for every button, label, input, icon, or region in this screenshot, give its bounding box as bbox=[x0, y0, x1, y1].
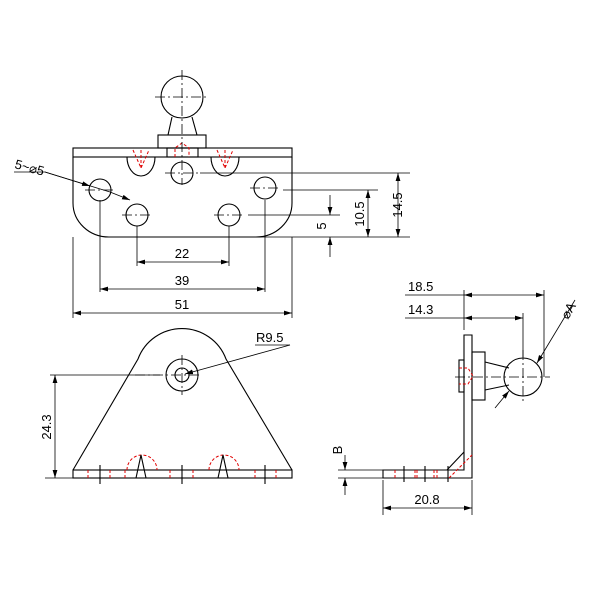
mounting-holes bbox=[88, 161, 277, 227]
stud-head bbox=[458, 359, 465, 393]
stud-collar bbox=[471, 351, 486, 401]
dim-24-3: 24.3 bbox=[39, 414, 54, 439]
bracket-outline bbox=[72, 327, 293, 471]
dim-thickness: B bbox=[330, 446, 345, 455]
hidden-lines bbox=[394, 367, 474, 479]
dim-r9-5: R9.5 bbox=[256, 330, 283, 345]
plate-outline bbox=[72, 157, 293, 238]
dim-18-5: 18.5 bbox=[408, 279, 433, 294]
stud-base bbox=[166, 147, 199, 158]
dim-14-3: 14.3 bbox=[408, 302, 433, 317]
stud-neck bbox=[167, 116, 198, 136]
dim-22: 22 bbox=[175, 246, 189, 261]
dim-ball-diameter: ⌀A bbox=[558, 299, 579, 321]
hidden-lines bbox=[132, 142, 234, 170]
side-view: 18.5 14.3 ⌀A B 20.8 bbox=[330, 279, 579, 515]
dim-51: 51 bbox=[175, 297, 189, 312]
stud-neck bbox=[484, 361, 510, 391]
angle-bracket bbox=[382, 334, 473, 479]
dim-39: 39 bbox=[175, 273, 189, 288]
slots bbox=[126, 156, 240, 177]
center-lines bbox=[85, 70, 280, 216]
hole-callout: 5~⌀5 bbox=[13, 156, 46, 178]
dim-5: 5 bbox=[314, 222, 329, 229]
front-view: R9.5 24.3 bbox=[39, 327, 293, 484]
top-view: 5~⌀5 22 39 51 14.5 10.5 5 bbox=[13, 70, 410, 318]
dim-20-8: 20.8 bbox=[414, 492, 439, 507]
dim-14-5: 14.5 bbox=[390, 192, 405, 217]
plate-flange bbox=[72, 147, 293, 158]
dim-10-5: 10.5 bbox=[352, 201, 367, 226]
